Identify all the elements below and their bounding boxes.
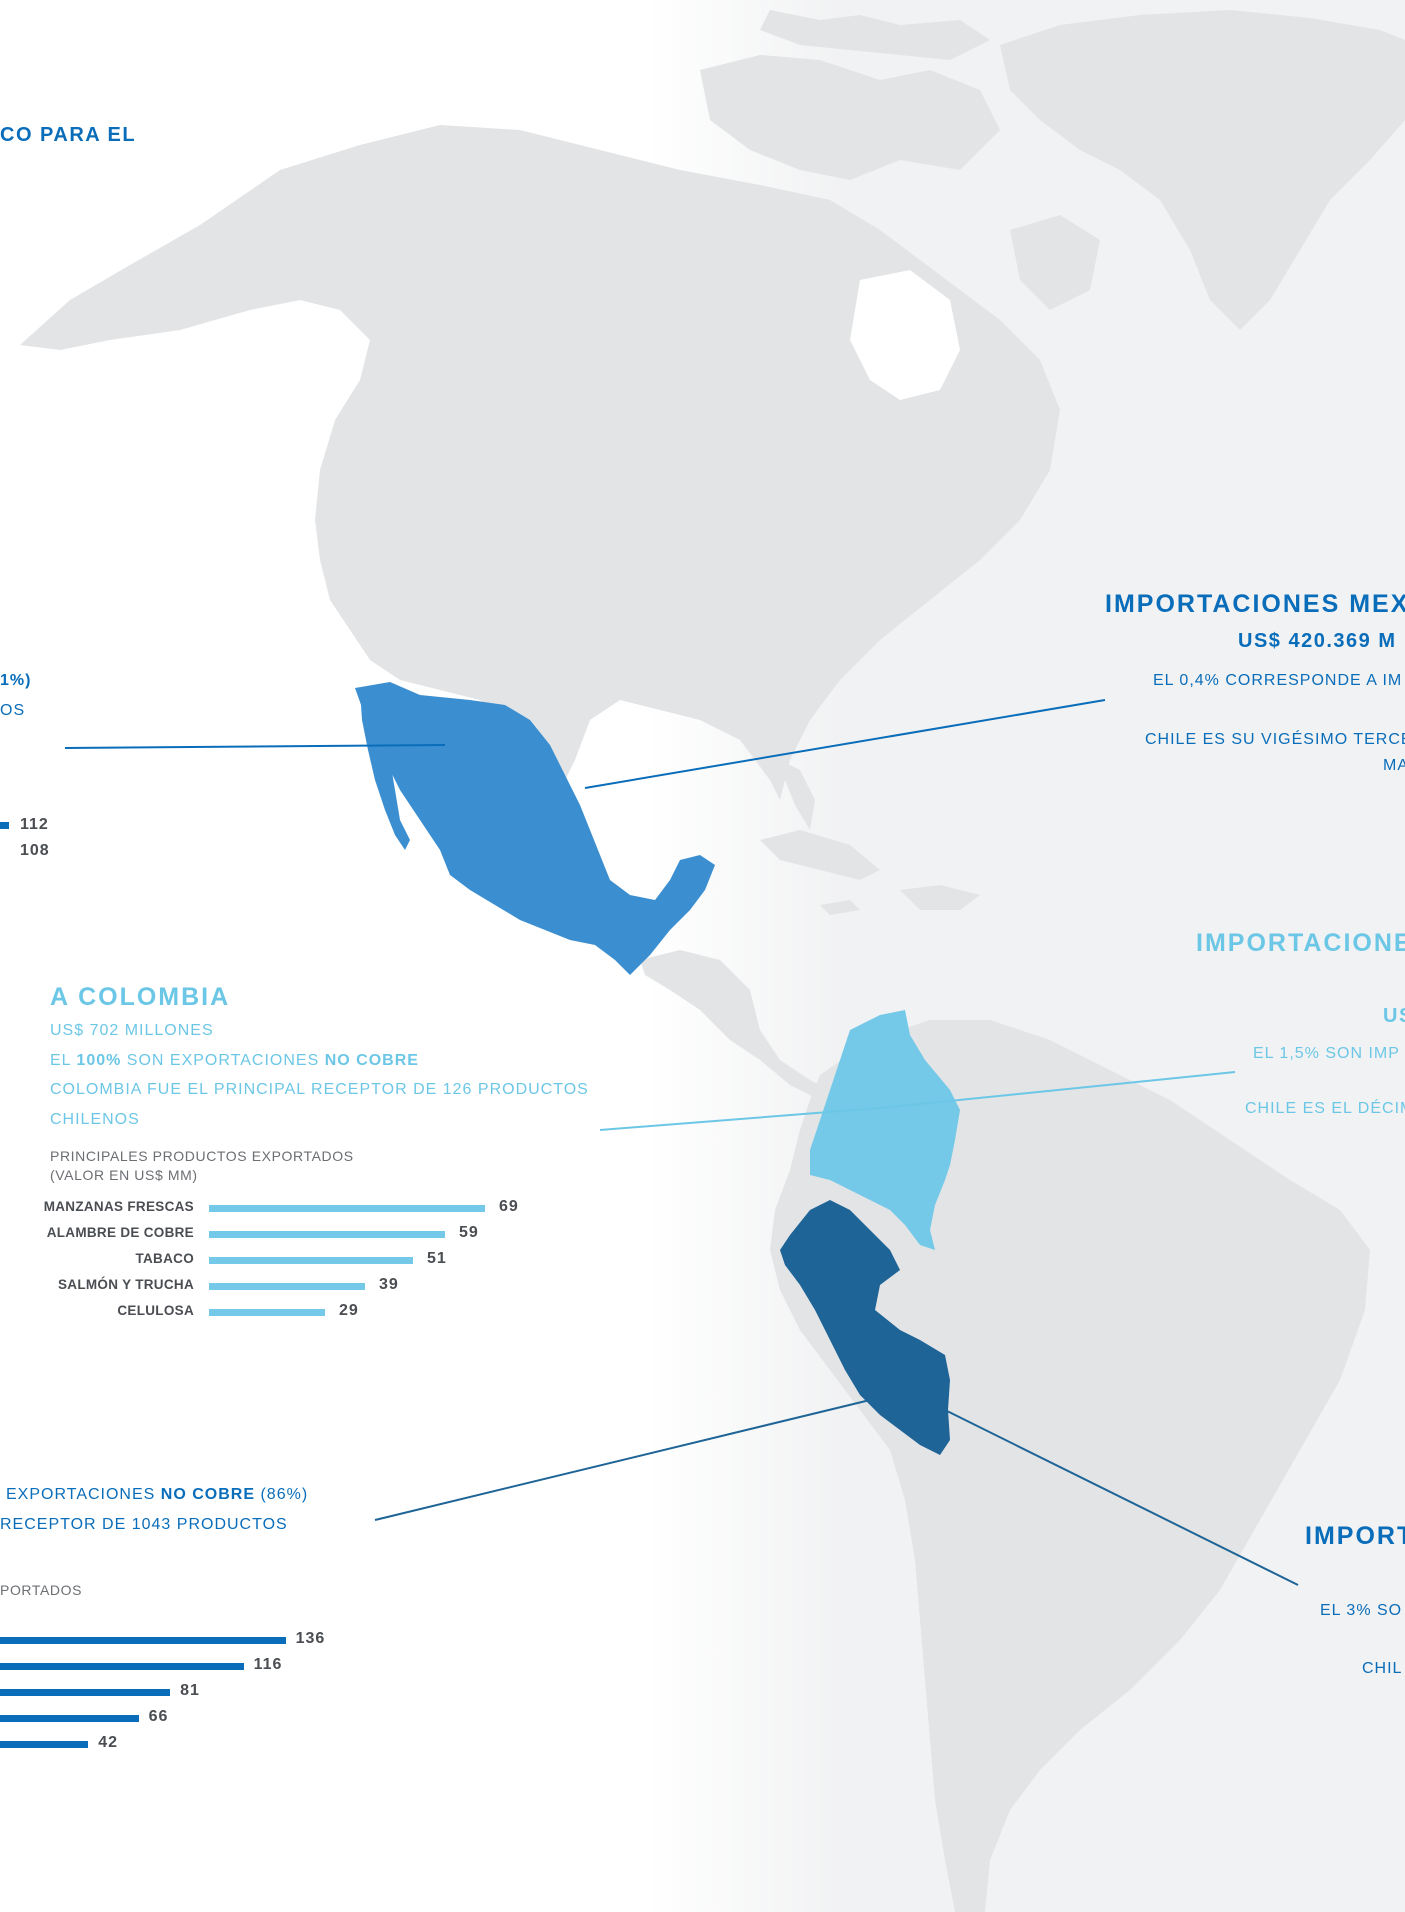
right-mexico-line2: CHILE ES SU VIGÉSIMO TERCE xyxy=(1145,731,1405,748)
hudson-bay xyxy=(850,270,960,400)
colombia-amount: US$ 702 MILLONES xyxy=(50,1022,214,1039)
colombia-value-label: 29 xyxy=(339,1302,359,1319)
right-colombia-amount: US xyxy=(1383,1005,1405,1027)
colombia-bar xyxy=(209,1231,445,1238)
right-peru-line2: CHIL xyxy=(1362,1660,1403,1677)
peru-bar xyxy=(0,1689,171,1696)
right-colombia-title: IMPORTACIONE xyxy=(1196,929,1405,957)
colombia-shape xyxy=(810,1010,960,1250)
left-mexico-line2: OS xyxy=(0,702,26,719)
colombia-category-label: MANZANAS FRESCAS xyxy=(43,1199,194,1214)
peru-value-label: 136 xyxy=(295,1630,326,1647)
colombia-share-prefix: EL xyxy=(50,1052,77,1069)
colombia-bar xyxy=(209,1205,485,1212)
north-america-shape xyxy=(20,125,1060,800)
peru-line1-post: (86%) xyxy=(255,1486,309,1503)
right-colombia-line2: CHILE ES EL DÉCIM xyxy=(1245,1100,1405,1117)
colombia-bar xyxy=(209,1309,325,1316)
leader-line-mexico-right xyxy=(584,699,1106,789)
leader-line-mexico-left xyxy=(64,744,446,749)
colombia-value-label: 39 xyxy=(379,1276,399,1293)
peru-line1-bold: NO COBRE xyxy=(160,1486,256,1503)
colombia-category-label: TABACO xyxy=(135,1251,194,1266)
peru-bar xyxy=(0,1663,244,1670)
colombia-value-label: 51 xyxy=(427,1250,447,1267)
right-mexico-line1: EL 0,4% CORRESPONDE A IM xyxy=(1153,672,1403,689)
colombia-category-label: CELULOSA xyxy=(117,1303,194,1318)
right-peru-title: IMPORT xyxy=(1305,1522,1405,1550)
peru-value-label: 66 xyxy=(148,1708,169,1725)
colombia-share: EL 100% SON EXPORTACIONES NO COBRE xyxy=(50,1052,419,1070)
colombia-bar xyxy=(209,1257,413,1264)
left-top-title: CO PARA EL xyxy=(0,124,137,146)
left-mexico-line1: 1%) xyxy=(0,672,32,689)
leader-line-peru-right xyxy=(944,1409,1299,1586)
central-america-shape xyxy=(640,950,830,1100)
baja-california-shape xyxy=(360,690,410,850)
arctic-islands-shape xyxy=(700,55,1000,180)
right-peru-line1: EL 3% SO xyxy=(1320,1602,1403,1619)
mexico-value-1: 112 xyxy=(20,816,49,833)
colombia-share-pct: 100% xyxy=(76,1052,122,1069)
right-colombia-line1: EL 1,5% SON IMP xyxy=(1253,1045,1400,1062)
colombia-value-label: 59 xyxy=(459,1224,479,1241)
peru-line1-pre: EXPORTACIONES xyxy=(6,1486,161,1503)
peru-value-label: 81 xyxy=(180,1682,200,1699)
caribbean-shape xyxy=(760,830,880,880)
colombia-chart-title-1: PRINCIPALES PRODUCTOS EXPORTADOS xyxy=(50,1148,354,1164)
colombia-value-label: 69 xyxy=(499,1198,519,1215)
mexico-value-2: 108 xyxy=(20,842,50,859)
colombia-category-label: SALMÓN Y TRUCHA xyxy=(57,1277,194,1292)
colombia-title: A COLOMBIA xyxy=(50,983,231,1011)
right-mexico-line3: MA xyxy=(1383,757,1405,774)
colombia-share-bold: NO COBRE xyxy=(324,1052,419,1069)
peru-value-label: 116 xyxy=(253,1656,283,1673)
peru-chart-title: PORTADOS xyxy=(0,1582,83,1598)
colombia-share-mid: SON EXPORTACIONES xyxy=(121,1052,325,1069)
colombia-chart-title-2: (VALOR EN US$ MM) xyxy=(50,1167,198,1183)
right-mexico-title: IMPORTACIONES MEX xyxy=(1105,590,1405,618)
mexico-shape xyxy=(355,682,715,975)
colombia-receptor-line2: CHILENOS xyxy=(50,1111,140,1128)
right-mexico-amount: US$ 420.369 M xyxy=(1238,630,1397,652)
peru-bar xyxy=(0,1741,89,1748)
leader-line-colombia-right xyxy=(879,1071,1236,1109)
colombia-category-label: ALAMBRE DE COBRE xyxy=(46,1225,194,1240)
mexico-bar-1 xyxy=(0,822,9,829)
leader-line-colombia-left xyxy=(599,1107,881,1131)
leader-line-peru-left xyxy=(374,1399,871,1521)
colombia-bar xyxy=(209,1283,365,1290)
peru-bar xyxy=(0,1637,286,1644)
peru-line2: RECEPTOR DE 1043 PRODUCTOS xyxy=(0,1516,288,1533)
peru-shape xyxy=(780,1200,950,1455)
peru-bar xyxy=(0,1715,139,1722)
greenland-shape xyxy=(1000,10,1405,330)
peru-value-label: 42 xyxy=(98,1734,118,1751)
peru-line1: EXPORTACIONES NO COBRE (86%) xyxy=(6,1486,308,1504)
colombia-receptor-line1: COLOMBIA FUE EL PRINCIPAL RECEPTOR DE 12… xyxy=(50,1081,589,1098)
